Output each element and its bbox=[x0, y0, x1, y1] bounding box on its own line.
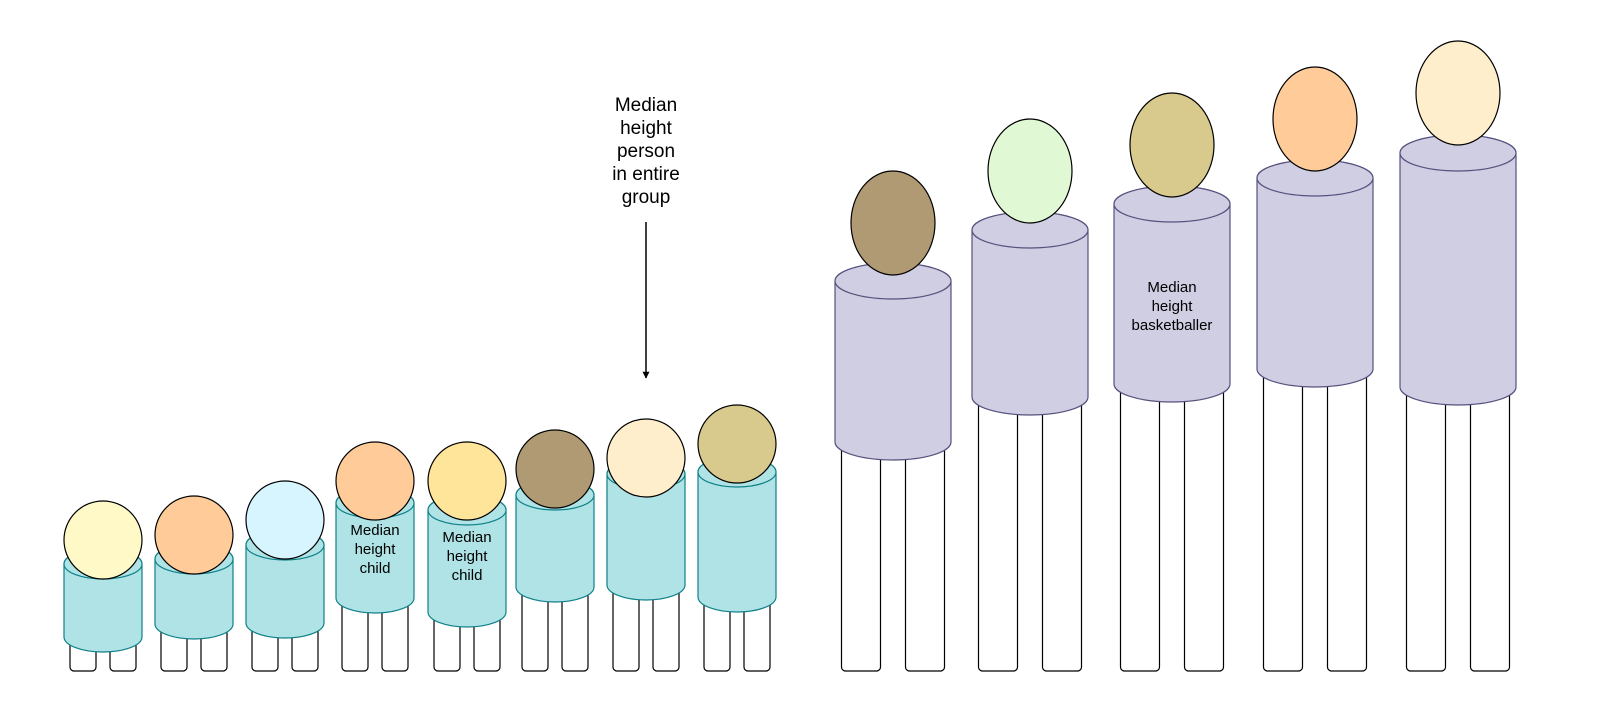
head bbox=[850, 170, 936, 276]
basketballer-figure bbox=[834, 170, 952, 672]
basketballer-figure bbox=[971, 118, 1089, 672]
head bbox=[606, 418, 686, 498]
leg bbox=[1262, 352, 1304, 672]
callout-line: person bbox=[617, 141, 675, 162]
median-label-line: height bbox=[1152, 298, 1194, 315]
child-figure bbox=[154, 495, 234, 672]
median-label-line: Median bbox=[1147, 279, 1196, 296]
child-figure: Median height child bbox=[427, 441, 507, 672]
basketballers-group: Median height basketballer bbox=[834, 40, 1517, 672]
head bbox=[1415, 40, 1501, 146]
child-figure bbox=[606, 418, 686, 672]
leg bbox=[1405, 370, 1447, 672]
leg bbox=[1469, 370, 1511, 672]
head bbox=[63, 500, 143, 580]
child-figure bbox=[515, 429, 595, 672]
basketballer-figure bbox=[1399, 40, 1517, 672]
callout-line: group bbox=[622, 187, 671, 208]
child-figure bbox=[697, 404, 777, 672]
median-label-line: Median bbox=[350, 522, 399, 539]
child-figure bbox=[63, 500, 143, 672]
head bbox=[515, 429, 595, 509]
child-figure: Median height child bbox=[335, 441, 415, 672]
median-label-line: child bbox=[452, 567, 483, 584]
basketballer-figure bbox=[1256, 66, 1374, 672]
body-cylinder bbox=[1399, 134, 1517, 406]
leg bbox=[1326, 352, 1368, 672]
median-label-line: height bbox=[355, 541, 397, 558]
head bbox=[154, 495, 234, 575]
head bbox=[987, 118, 1073, 224]
median-callout: Median height person in entire group bbox=[612, 95, 680, 379]
head bbox=[427, 441, 507, 521]
leg bbox=[1119, 367, 1161, 672]
median-label-line: Median bbox=[442, 529, 491, 546]
leg bbox=[904, 425, 946, 672]
head bbox=[697, 404, 777, 484]
leg bbox=[840, 425, 882, 672]
median-label-line: height bbox=[447, 548, 489, 565]
head bbox=[335, 441, 415, 521]
median-label-line: child bbox=[360, 560, 391, 577]
callout-line: in entire bbox=[612, 164, 680, 185]
head bbox=[245, 480, 325, 560]
basketballer-figure: Median height basketballer bbox=[1113, 92, 1231, 672]
child-figure bbox=[245, 480, 325, 672]
median-label-line: basketballer bbox=[1132, 317, 1213, 334]
leg bbox=[1041, 380, 1083, 672]
callout-line: Median bbox=[615, 95, 677, 116]
children-group: Median height child Median height child bbox=[63, 404, 777, 672]
head bbox=[1272, 66, 1358, 172]
callout-line: height bbox=[620, 118, 672, 139]
head bbox=[1129, 92, 1215, 198]
leg bbox=[1183, 367, 1225, 672]
leg bbox=[977, 380, 1019, 672]
